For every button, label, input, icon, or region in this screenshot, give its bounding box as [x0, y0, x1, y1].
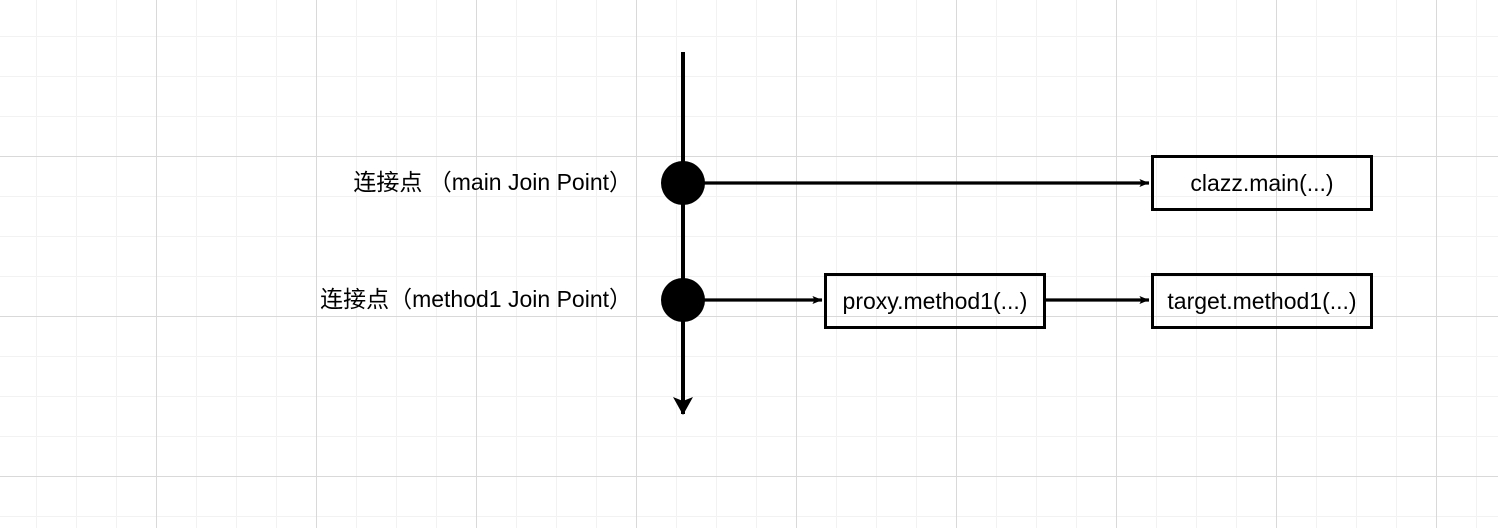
- call-box-proxy-method1[interactable]: proxy.method1(...): [824, 273, 1046, 329]
- call-box-label-target-method1: target.method1(...): [1167, 287, 1357, 314]
- join-point-label-main: 连接点 （main Join Point）: [353, 169, 632, 195]
- call-box-clazz-main[interactable]: clazz.main(...): [1151, 155, 1373, 211]
- call-box-target-method1[interactable]: target.method1(...): [1151, 273, 1373, 329]
- call-box-label-proxy-method1: proxy.method1(...): [842, 287, 1028, 314]
- call-box-label-clazz-main: clazz.main(...): [1190, 169, 1334, 196]
- join-point-node-method1[interactable]: [661, 278, 705, 322]
- join-point-label-method1: 连接点（method1 Join Point）: [320, 286, 632, 312]
- join-point-node-main[interactable]: [661, 161, 705, 205]
